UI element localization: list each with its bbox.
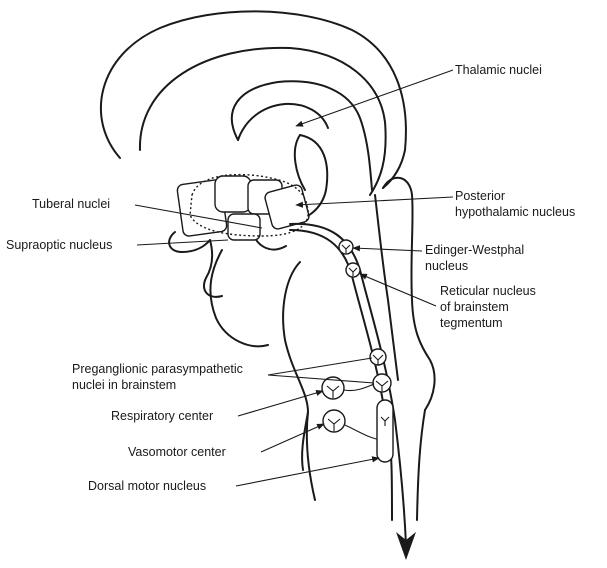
label-tuberal-nuclei: Tuberal nuclei [32,197,111,211]
reticular-neuron [345,262,361,278]
leader-dorsal [235,456,380,487]
edinger-westphal-neuron [338,239,354,255]
label-respiratory-center: Respiratory center [111,409,214,423]
leader-respiratory [237,390,324,417]
label-posterior-line1: Posterior [455,189,506,203]
cerebellum-outline [382,176,436,411]
label-posterior-line2: hypothalamic nucleus [455,205,576,219]
leader-posterior [295,196,454,208]
leader-preganglionic-a [267,357,373,376]
supraoptic-nucleus-shape [214,175,252,213]
leader-thalamic [295,69,454,127]
thalamus-lower [293,134,306,191]
leader-preganglionic-b [267,374,375,384]
label-preganglionic-line2: nuclei in brainstem [72,378,177,392]
label-reticular-line1: Reticular nucleus [440,284,536,298]
vasomotor-neuron [322,409,385,441]
medulla-outline [301,411,309,471]
label-reticular-line3: tegmentum [440,316,503,330]
preganglionic-neuron-upper [369,348,387,366]
leader-edinger [352,245,423,252]
fornix-inner [237,102,329,141]
label-thalamic-nuclei: Thalamic nuclei [455,63,542,77]
leader-supraoptic [136,239,229,246]
label-edinger-line1: Edinger-Westphal [425,243,525,257]
label-reticular-line2: of brainstem [440,300,509,314]
posterior-hypothalamic-shape [264,184,310,230]
cerebrum-outline [99,10,407,189]
leader-tuberal [134,204,263,229]
fourth-ventricle [374,194,399,381]
leader-vasomotor [260,423,325,453]
lateral-nucleus-shape [227,213,261,241]
respiratory-neuron [321,376,375,400]
preganglionic-neuron-lower [372,373,392,393]
fornix-arc [230,80,373,191]
optic-chiasm [168,231,211,253]
leader-reticular [359,273,437,307]
label-dorsal-motor-nucleus: Dorsal motor nucleus [88,479,207,493]
label-supraoptic-nucleus: Supraoptic nucleus [6,238,113,252]
dorsal-motor-nucleus-shape [376,399,394,463]
pons-outline [282,261,316,501]
infundibulum [203,239,223,298]
label-preganglionic-line1: Preganglionic parasympathetic [72,362,243,376]
tract-arrowhead [396,532,416,560]
label-edinger-line2: nucleus [425,259,469,273]
label-vasomotor-center: Vasomotor center [128,445,226,459]
spinal-cord-posterior [416,409,426,521]
corpus-callosum [138,46,387,196]
brainstem-anterior [209,249,269,348]
